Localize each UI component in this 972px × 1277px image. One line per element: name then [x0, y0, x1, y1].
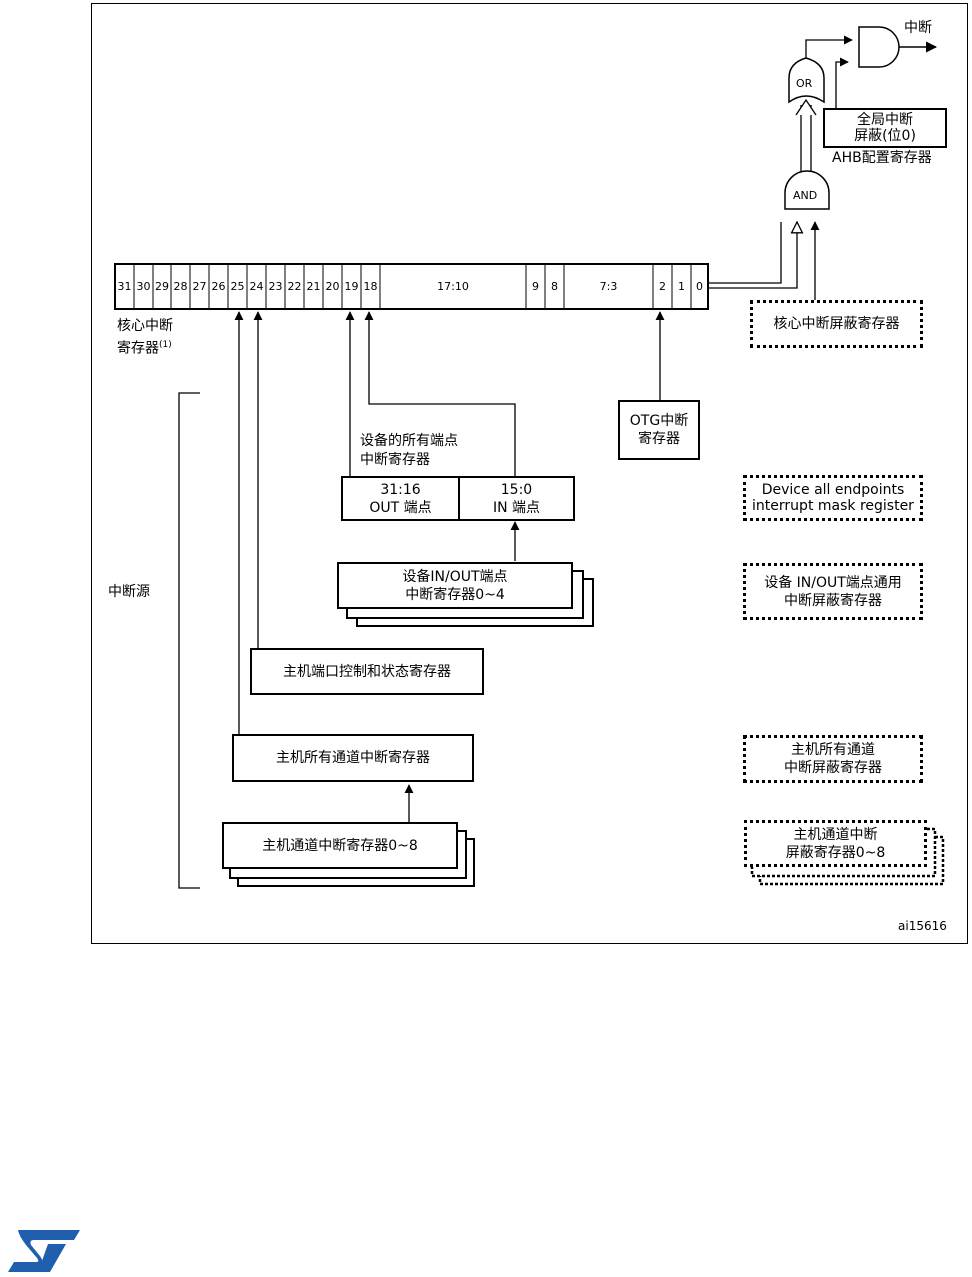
ep-interrupt-registers-box: 设备IN/OUT端点 中断寄存器0~4	[337, 562, 573, 609]
otg-line2: 寄存器	[638, 431, 680, 447]
and-gate	[784, 170, 830, 210]
core-register-bit: 9	[532, 280, 539, 293]
core-register-bit: 30	[136, 280, 151, 293]
hc-regs-label: 主机通道中断寄存器0~8	[262, 837, 418, 854]
otg-interrupt-register-box: OTG中断 寄存器	[618, 400, 700, 460]
interrupt-output-label: 中断	[904, 20, 932, 36]
daint-mask-line2: interrupt mask register	[752, 498, 914, 514]
haint-mask-line1: 主机所有通道	[791, 742, 875, 758]
ahb-config-caption: AHB配置寄存器	[832, 150, 932, 166]
core-register-label-line2: 寄存器(1)	[117, 337, 172, 358]
daint-in-endpoints-box: 15:0 IN 端点	[458, 476, 575, 521]
core-register-bit: 1	[678, 280, 685, 293]
output-and-gate	[858, 26, 900, 68]
core-register-bit: 7:3	[599, 280, 618, 293]
daint-in-line2: IN 端点	[492, 499, 541, 516]
daint-out-line1: 31:16	[380, 481, 421, 498]
core-register-bit: 19	[344, 280, 359, 293]
host-all-channels-register-box: 主机所有通道中断寄存器	[232, 734, 474, 782]
core-register-bit: 17:10	[437, 280, 469, 293]
ep-mask-line2: 中断屏蔽寄存器	[784, 592, 882, 609]
core-register-label-line1: 核心中断	[117, 318, 173, 334]
otg-line1: OTG中断	[629, 413, 689, 429]
host-channel-registers-box: 主机通道中断寄存器0~8	[222, 822, 458, 869]
global-mask-line1: 全局中断	[857, 112, 913, 128]
daint-out-endpoints-box: 31:16 OUT 端点	[341, 476, 460, 521]
or-gate-label: OR	[796, 77, 813, 90]
daint-mask-box: Device all endpoints interrupt mask regi…	[743, 475, 923, 521]
core-register-bit: 0	[696, 280, 703, 293]
core-register-bit: 29	[155, 280, 169, 293]
core-register-bit: 18	[363, 280, 378, 293]
core-register-bit: 23	[268, 280, 283, 293]
ep-common-mask-box: 设备 IN/OUT端点通用 中断屏蔽寄存器	[743, 563, 923, 620]
core-register-bit: 8	[551, 280, 558, 293]
core-register-bit: 21	[306, 280, 321, 293]
hc-mask-line1: 主机通道中断	[793, 826, 878, 843]
interrupt-sources-label: 中断源	[108, 584, 150, 600]
haint-label: 主机所有通道中断寄存器	[276, 750, 430, 766]
sources-bracket	[178, 392, 200, 889]
core-mask-label: 核心中断屏蔽寄存器	[773, 316, 900, 332]
core-register-outline	[114, 263, 709, 310]
haint-mask-line2: 中断屏蔽寄存器	[784, 760, 882, 776]
daint-out-line2: OUT 端点	[369, 499, 432, 516]
core-register-bit: 24	[249, 280, 264, 293]
host-channel-mask-box: 主机通道中断 屏蔽寄存器0~8	[744, 820, 927, 867]
ep-regs-line2: 中断寄存器0~4	[405, 586, 505, 603]
host-port-register-box: 主机端口控制和状态寄存器	[250, 648, 484, 695]
core-register-bit: 22	[287, 280, 302, 293]
st-logo-icon	[8, 1230, 80, 1272]
core-register-bit: 2	[659, 280, 666, 293]
core-register-bit: 20	[325, 280, 340, 293]
core-register-bit: 27	[192, 280, 207, 293]
global-mask-line2: 屏蔽(位0)	[854, 128, 916, 144]
core-register-label-text: 寄存器	[117, 340, 159, 357]
core-register-bit: 25	[230, 280, 245, 293]
daint-mask-line1: Device all endpoints	[761, 482, 905, 498]
and-gate-label: AND	[793, 189, 818, 202]
core-interrupt-mask-box: 核心中断屏蔽寄存器	[750, 300, 923, 348]
diagram-frame	[91, 3, 968, 944]
host-all-channels-mask-box: 主机所有通道 中断屏蔽寄存器	[743, 735, 923, 783]
hprt-label: 主机端口控制和状态寄存器	[283, 663, 451, 680]
hc-mask-line2: 屏蔽寄存器0~8	[785, 844, 886, 861]
global-interrupt-mask-box: 全局中断 屏蔽(位0)	[823, 108, 947, 148]
ep-mask-line1: 设备 IN/OUT端点通用	[764, 574, 902, 591]
daint-title-line2: 中断寄存器	[360, 452, 430, 468]
core-register-footnote: (1)	[159, 340, 172, 350]
core-register-bit: 26	[211, 280, 226, 293]
ep-regs-line1: 设备IN/OUT端点	[402, 568, 508, 585]
daint-in-line1: 15:0	[500, 481, 533, 498]
core-register-bit: 28	[173, 280, 188, 293]
core-register-bit: 31	[117, 280, 132, 293]
or-gate	[788, 57, 825, 104]
figure-id: ai15616	[898, 919, 947, 933]
daint-title-line1: 设备的所有端点	[360, 433, 458, 449]
